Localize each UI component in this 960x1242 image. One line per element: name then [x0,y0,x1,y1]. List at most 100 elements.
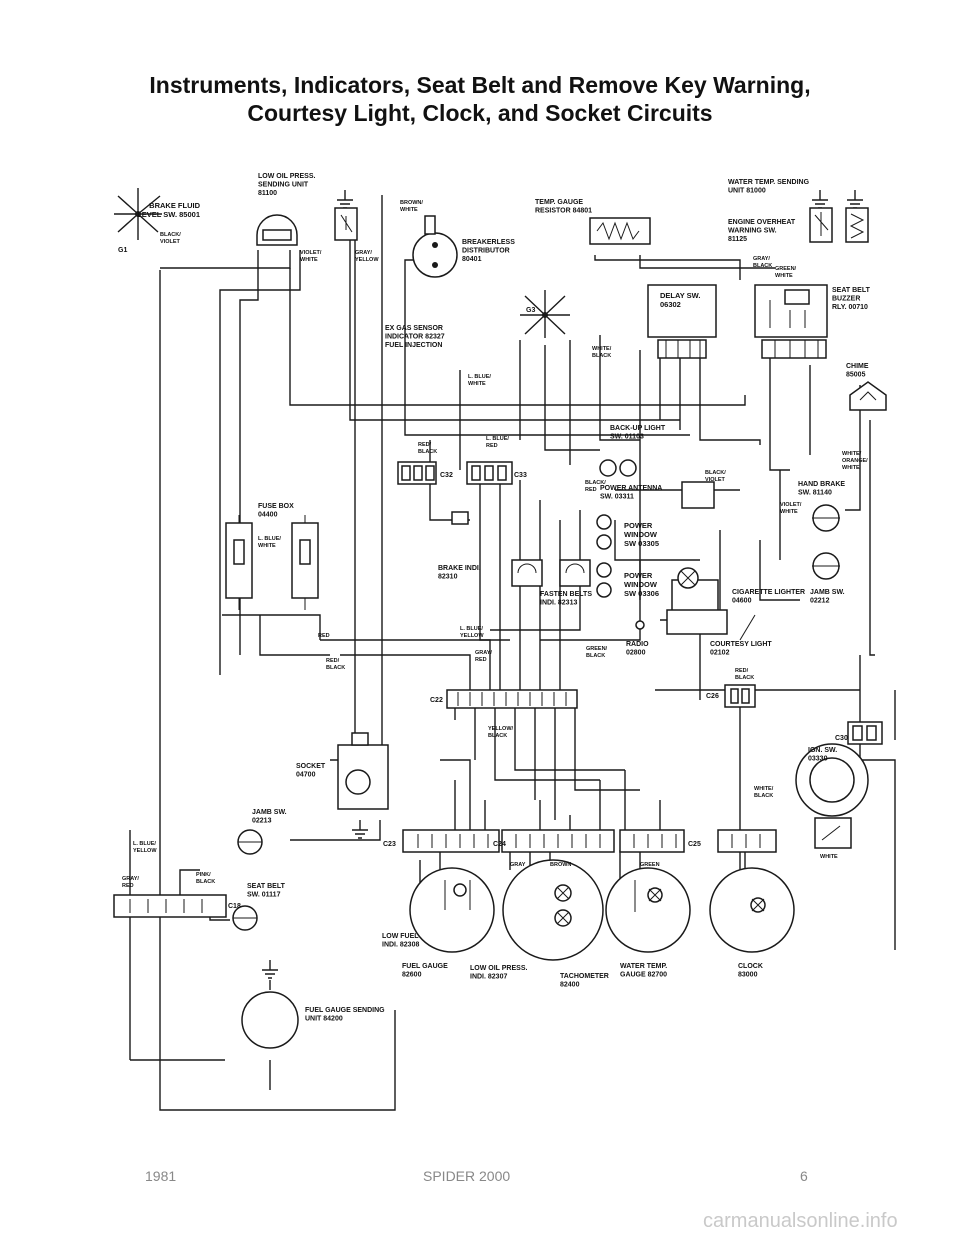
wire-color-label: BROWN [550,862,571,868]
wire-color-label: BROWN/WHITE [400,200,423,213]
connector-label-c32: C32 [440,472,453,479]
temp-resistor-symbol [589,217,651,245]
connector-label-c30: C30 [835,735,848,742]
connector-c24 [501,829,615,853]
fuse-box-symbol [225,515,319,610]
connector-label-c25: C25 [688,841,701,848]
watermark: carmanualsonline.info [703,1210,898,1232]
ground-star-g1 [114,188,162,240]
connector-label-c33: C33 [514,472,527,479]
connector-c27 [717,829,777,853]
connector-c30 [847,721,883,745]
wire-color-label: GRAY/RED [475,650,492,663]
footer-page-number: 6 [800,1168,808,1184]
connector-label-c23: C23 [383,841,396,848]
wire-color-label: BLACK/RED [585,480,606,493]
wire-color-label: L. BLUE/RED [486,436,509,449]
chime-symbol [849,381,887,411]
distributor-symbol [412,215,458,278]
wire-color-label: WHITE [820,854,838,860]
radio-and-courtesy-light [635,609,756,641]
connector-c23 [402,829,500,853]
label-water-temp-gauge: WATER TEMP.GAUGE 82700 [620,963,667,979]
wire-color-label: RED/BLACK [326,658,345,671]
connector-c22 [446,689,578,709]
wire-color-label: RED/BLACK [735,668,754,681]
overheat-switch-symbol [809,207,833,243]
socket-symbol [337,732,389,810]
diagram-title-line1: Instruments, Indicators, Seat Belt and R… [149,72,811,98]
ground-star-g3 [520,290,570,338]
ground-symbols [262,190,863,979]
tachometer-symbol [502,859,604,961]
clock-symbol [709,867,795,953]
connector-label-c18: C18 [228,903,241,910]
connector-c18 [113,894,227,918]
wire-color-label: WHITE/ORANGE/WHITE [842,451,868,471]
delay-switch-box [647,284,717,359]
wire-color-label: L. BLUE/WHITE [468,374,491,387]
footer-model: SPIDER 2000 [423,1168,511,1184]
hand-brake-and-jamb-switches [232,504,840,931]
wire-color-label: YELLOW/BLACK [488,726,514,739]
fuel-sender-symbol [241,991,299,1049]
connector-c33 [466,461,513,485]
label-jamb-sw-r: JAMB SW.02212 [810,589,845,605]
wire-color-label: GREEN/BLACK [586,646,608,659]
connector-label-c24: C24 [493,841,506,848]
connector-label-g3: G3 [526,307,535,314]
wire-color-label: VIOLET/WHITE [300,250,322,263]
connector-c32 [397,461,437,485]
wire-color-label: VIOLET/WHITE [780,502,802,515]
wire-color-label: WHITE/BLACK [592,346,612,359]
water-temp-sender-symbol [845,207,869,243]
wire-color-label: GRAY/RED [122,876,139,889]
connector-c25 [619,829,685,853]
connector-c26 [724,684,756,708]
fuel-gauge-symbol [409,867,495,953]
label-jamb-sw-l: JAMB SW.02213 [252,809,287,825]
brake-fluid-switch [256,214,298,246]
connector-label-c22: C22 [430,697,443,704]
label-low-oil-indi: LOW OIL PRESS.INDI. 82307 [470,965,527,981]
footer-year: 1981 [145,1168,177,1184]
oil-pressure-sender [334,207,358,241]
diagram-title-line2: Courtesy Light, Clock, and Socket Circui… [247,100,713,126]
wire-color-label: RED [318,633,330,639]
wire-color-label: L. BLUE/WHITE [258,536,281,549]
wire-color-label: PINK/BLACK [196,872,215,885]
water-temp-gauge-symbol [605,867,691,953]
wire-color-label: GREEN/WHITE [775,266,797,279]
label-brake-indi: BRAKE INDI.82310 [438,565,481,581]
wire-color-label: L. BLUE/YELLOW [133,841,157,854]
wire-color-label: RED/BLACK [418,442,437,455]
wire-color-label: L. BLUE/YELLOW [460,626,484,639]
label-ign-sw: IGN. SW.03330 [808,747,837,763]
wire-color-label: GRAY/YELLOW [355,250,379,263]
